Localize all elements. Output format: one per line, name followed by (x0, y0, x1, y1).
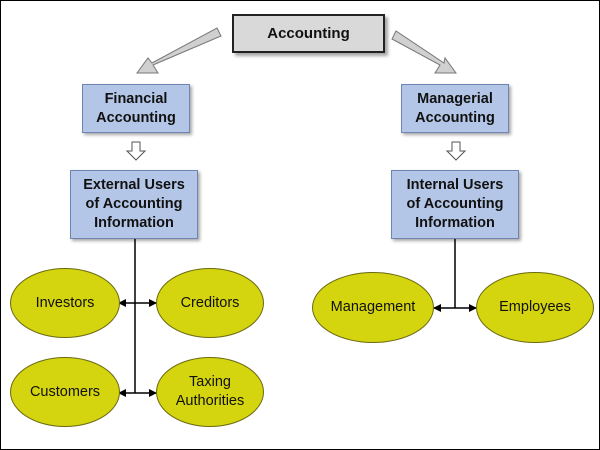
managerial-accounting-box: Managerial Accounting (401, 84, 509, 133)
taxing-authorities-ellipse: Taxing Authorities (156, 357, 264, 427)
root-to-financial-arrow (136, 27, 222, 74)
accounting-box: Accounting (232, 14, 385, 53)
root-to-managerial-arrow (391, 30, 457, 74)
internal-users-box: Internal Users of Accounting Information (391, 170, 519, 239)
creditors-ellipse: Creditors (156, 268, 264, 338)
financial-accounting-box: Financial Accounting (82, 84, 190, 133)
management-ellipse: Management (312, 272, 434, 343)
investors-ellipse: Investors (10, 268, 120, 338)
employees-ellipse: Employees (476, 272, 594, 343)
managerial-to-internal-arrow (445, 141, 467, 161)
financial-to-external-arrow (125, 141, 147, 161)
customers-ellipse: Customers (10, 357, 120, 427)
external-users-box: External Users of Accounting Information (70, 170, 198, 239)
